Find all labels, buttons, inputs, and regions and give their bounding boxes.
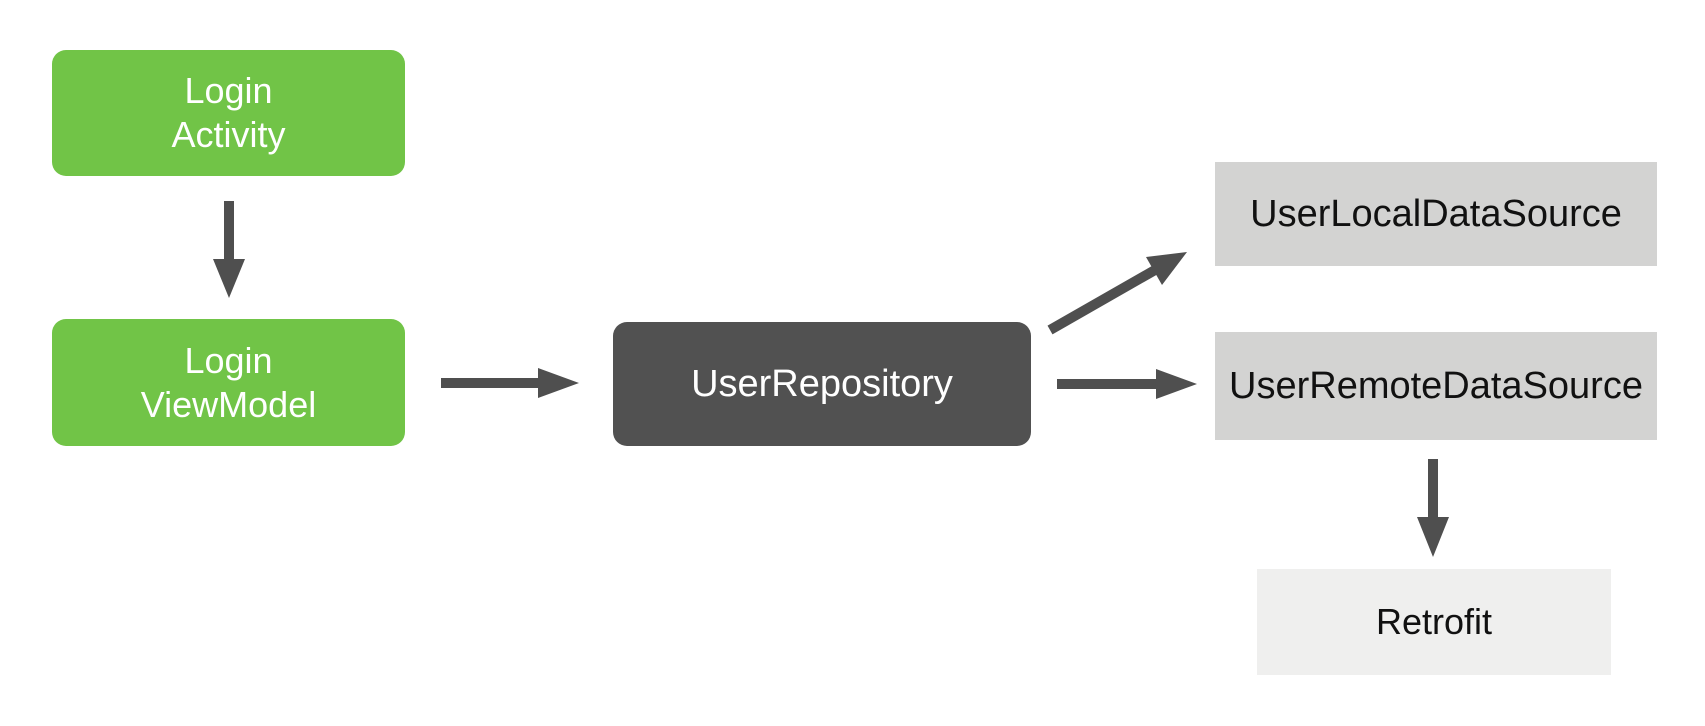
node-retrofit: Retrofit <box>1257 569 1611 675</box>
node-user-remote-datasource: UserRemoteDataSource <box>1215 332 1657 440</box>
node-login-viewmodel-label: Login ViewModel <box>140 339 317 425</box>
arrow-activity-to-viewmodel <box>213 201 245 298</box>
node-login-viewmodel: Login ViewModel <box>52 319 405 446</box>
arrow-remote-to-retrofit <box>1417 459 1449 557</box>
node-user-repository: UserRepository <box>613 322 1031 446</box>
node-user-repository-label: UserRepository <box>691 362 953 405</box>
node-login-activity-label: Login Activity <box>171 70 286 155</box>
node-user-remote-datasource-label: UserRemoteDataSource <box>1229 364 1643 407</box>
node-login-activity: Login Activity <box>52 50 405 176</box>
node-user-local-datasource: UserLocalDataSource <box>1215 162 1657 266</box>
arrow-repository-to-remote <box>1057 369 1197 399</box>
arrow-viewmodel-to-repository <box>441 368 579 398</box>
node-retrofit-label: Retrofit <box>1375 601 1493 642</box>
arrow-repository-to-local <box>1047 252 1187 335</box>
node-user-local-datasource-label: UserLocalDataSource <box>1250 192 1622 235</box>
